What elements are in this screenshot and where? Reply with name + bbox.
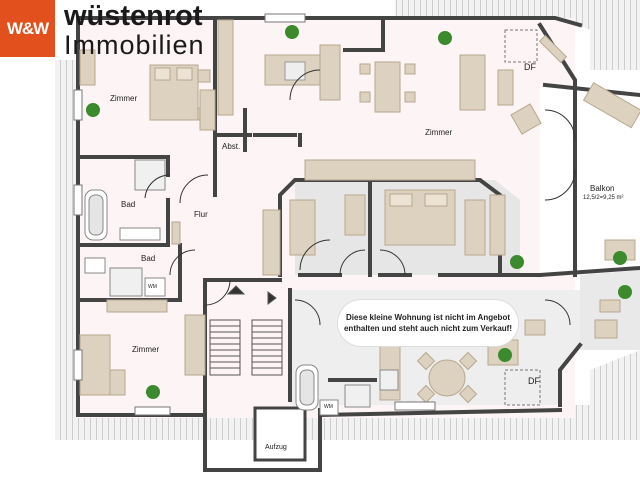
bathroom-fixtures	[84, 159, 399, 416]
room-label-zimmer-nw: Zimmer	[110, 94, 138, 103]
plants	[86, 25, 632, 399]
room-label-bad-lower: Bad	[141, 254, 156, 263]
notice-line-2: enthalten und steht auch nicht zum Verka…	[343, 324, 513, 333]
room-label-flur: Flur	[194, 210, 208, 219]
washing-machine-label-left: WM	[148, 284, 157, 290]
furniture	[79, 19, 640, 404]
windows	[73, 13, 541, 416]
balkon-area-label: 12,5/2=9,25 m²	[583, 195, 624, 201]
brand-subname: Immobilien	[64, 30, 205, 60]
logo-text: W&W	[6, 19, 49, 38]
roof-window-label-top: DF	[524, 62, 536, 72]
brand-name: wüstenrot	[64, 0, 203, 32]
doors	[144, 69, 576, 326]
room-label-balkon: Balkon	[590, 184, 615, 193]
room-label-zimmer-sw: Zimmer	[132, 345, 160, 354]
room-label-abstellraum: Abst.	[222, 142, 241, 151]
room-label-aufzug: Aufzug	[265, 444, 287, 451]
staircase	[209, 285, 283, 376]
not-for-sale-notice: Diese kleine Wohnung ist nicht im Angebo…	[338, 300, 518, 346]
roof-window-label-bottom: DF	[528, 376, 540, 386]
wuestenrot-logo: W&W	[0, 0, 55, 57]
room-label-bad-upper: Bad	[121, 200, 136, 209]
room-label-zimmer-main: Zimmer	[425, 128, 453, 137]
notice-line-1: Diese kleine Wohnung ist nicht im Angebo…	[345, 313, 510, 322]
washing-machine-label-right: WM	[324, 404, 333, 410]
